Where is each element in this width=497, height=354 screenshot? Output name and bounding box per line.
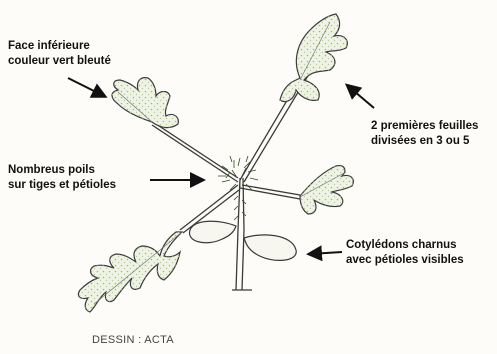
label-poils: Nombreus poils sur tiges et pétioles — [8, 163, 116, 193]
label-line: couleur vert bleuté — [8, 54, 111, 69]
label-line: divisées en 3 ou 5 — [371, 134, 478, 149]
label-face-inferieure: Face inférieure couleur vert bleuté — [8, 39, 111, 69]
hairs-cluster — [218, 156, 258, 220]
cotyledon-right — [244, 235, 296, 261]
label-cotyledons: Cotylédons charnus avec pétioles visible… — [346, 238, 464, 268]
leaf-top-right — [280, 14, 347, 102]
leaf-right — [300, 166, 353, 214]
label-line: Nombreus poils — [8, 163, 116, 178]
label-line: avec pétioles visibles — [346, 253, 464, 268]
label-line: 2 premières feuilles — [371, 119, 478, 134]
arrow-icon — [68, 78, 104, 96]
cotyledon-left — [189, 221, 236, 243]
label-line: Face inférieure — [8, 39, 111, 54]
label-premieres-feuilles: 2 premières feuilles divisées en 3 ou 5 — [371, 119, 478, 149]
arrow-icon — [310, 252, 342, 254]
label-line: Cotylédons charnus — [346, 238, 464, 253]
label-line: sur tiges et pétioles — [8, 178, 116, 193]
leaf-lower-left — [78, 232, 182, 312]
arrow-icon — [348, 86, 374, 108]
leaf-upper-left — [112, 78, 178, 128]
credit-text: DESSIN : ACTA — [92, 334, 174, 346]
